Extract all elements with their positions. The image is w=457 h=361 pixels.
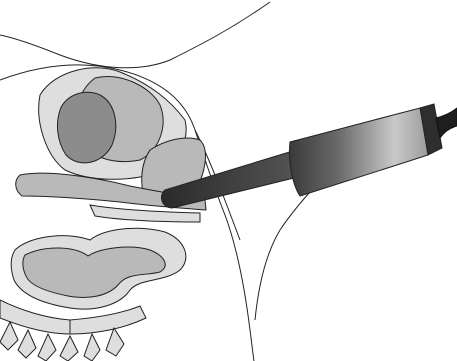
intestines: [11, 228, 186, 309]
spine: [0, 300, 146, 361]
probe-cable: [436, 108, 457, 138]
